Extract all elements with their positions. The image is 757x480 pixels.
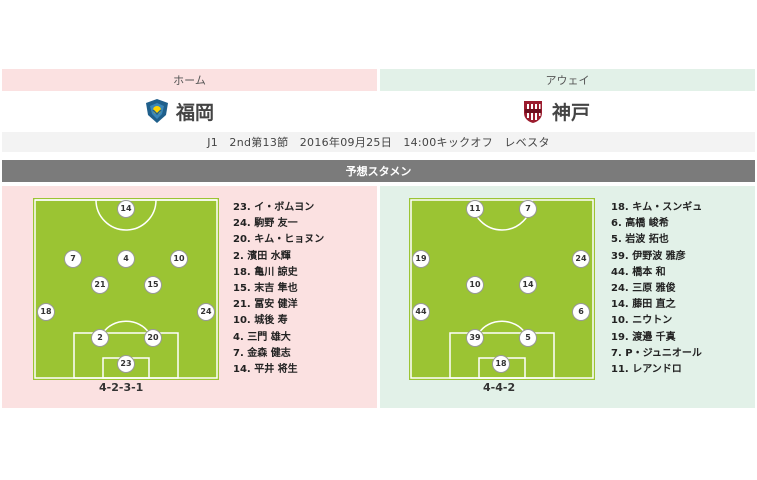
- match-info: J1 2nd第13節 2016年09月25日 14:00キックオフ レベスタ: [2, 132, 755, 152]
- away-roster: 18. キム・スンギュ 6. 高橋 峻希 5. 岩波 拓也 39. 伊野波 雅彦…: [611, 198, 702, 376]
- home-player-token: 2: [91, 329, 109, 347]
- roster-item: 19. 渡邉 千真: [611, 331, 676, 343]
- away-player-token: 11: [466, 200, 484, 218]
- away-label-bar: アウェイ: [380, 69, 755, 91]
- roster-item: 7. P・ジュニオール: [611, 347, 702, 359]
- roster-item: 6. 高橋 峻希: [611, 218, 669, 230]
- home-pitch: 14 7 4 10 21 15 18 24 2 20 23: [33, 198, 219, 380]
- roster-item: 7. 金森 健志: [233, 347, 291, 359]
- home-roster: 23. イ・ボムヨン 24. 駒野 友一 20. キム・ヒョヌン 2. 濱田 水…: [233, 198, 324, 376]
- vissel-crest-icon: [520, 98, 546, 124]
- away-pitch-field: [409, 198, 595, 380]
- away-team[interactable]: 神戸: [520, 96, 590, 126]
- home-player-token: 21: [91, 276, 109, 294]
- roster-item: 14. 藤田 直之: [611, 299, 676, 311]
- home-player-token: 18: [37, 303, 55, 321]
- roster-item: 24. 三原 雅俊: [611, 282, 676, 294]
- away-formation: 4-4-2: [483, 381, 516, 394]
- roster-item: 11. レアンドロ: [611, 363, 682, 375]
- away-player-token: 14: [519, 276, 537, 294]
- away-player-token: 24: [572, 250, 590, 268]
- away-player-token: 18: [492, 355, 510, 373]
- away-lineup-panel: 11 7 19 24 10 14 44 6 39 5 18 4-4-2 18. …: [380, 186, 755, 408]
- away-player-token: 44: [412, 303, 430, 321]
- home-team-name: 福岡: [176, 101, 215, 124]
- roster-item: 39. 伊野波 雅彦: [611, 250, 686, 262]
- away-player-token: 39: [466, 329, 484, 347]
- roster-item: 24. 駒野 友一: [233, 218, 298, 230]
- away-player-token: 5: [519, 329, 537, 347]
- roster-item: 23. イ・ボムヨン: [233, 202, 315, 213]
- home-label: ホーム: [173, 74, 206, 87]
- roster-item: 5. 岩波 拓也: [611, 234, 669, 246]
- home-player-token: 4: [117, 250, 135, 268]
- home-label-bar: ホーム: [2, 69, 377, 91]
- avispa-crest-icon: [144, 98, 170, 124]
- home-player-token: 10: [170, 250, 188, 268]
- roster-item: 10. 城後 寿: [233, 315, 288, 327]
- roster-item: 14. 平井 将生: [233, 363, 298, 375]
- home-player-token: 24: [197, 303, 215, 321]
- away-player-token: 19: [412, 250, 430, 268]
- home-player-token: 14: [117, 200, 135, 218]
- roster-item: 18. 亀川 諒史: [233, 266, 298, 278]
- home-lineup-panel: 14 7 4 10 21 15 18 24 2 20 23 4-2-3-1 23…: [2, 186, 377, 408]
- away-team-name: 神戸: [552, 101, 591, 124]
- roster-item: 2. 濱田 水輝: [233, 250, 291, 262]
- away-player-token: 6: [572, 303, 590, 321]
- roster-item: 44. 橋本 和: [611, 266, 666, 278]
- home-formation: 4-2-3-1: [99, 381, 144, 394]
- away-player-token: 7: [519, 200, 537, 218]
- away-label: アウェイ: [545, 74, 590, 87]
- home-team[interactable]: 福岡: [144, 96, 214, 126]
- roster-item: 21. 冨安 健洋: [233, 299, 298, 311]
- home-player-token: 15: [144, 276, 162, 294]
- home-player-token: 20: [144, 329, 162, 347]
- section-title: 予想スタメン: [2, 160, 755, 182]
- roster-item: 20. キム・ヒョヌン: [233, 234, 325, 246]
- roster-item: 15. 末吉 隼也: [233, 282, 298, 294]
- roster-item: 10. ニウトン: [611, 315, 673, 327]
- roster-item: 4. 三門 雄大: [233, 331, 291, 343]
- home-pitch-field: [33, 198, 219, 380]
- home-player-token: 7: [64, 250, 82, 268]
- home-player-token: 23: [117, 355, 135, 373]
- roster-item: 18. キム・スンギュ: [611, 202, 703, 213]
- away-player-token: 10: [466, 276, 484, 294]
- away-pitch: 11 7 19 24 10 14 44 6 39 5 18: [409, 198, 595, 380]
